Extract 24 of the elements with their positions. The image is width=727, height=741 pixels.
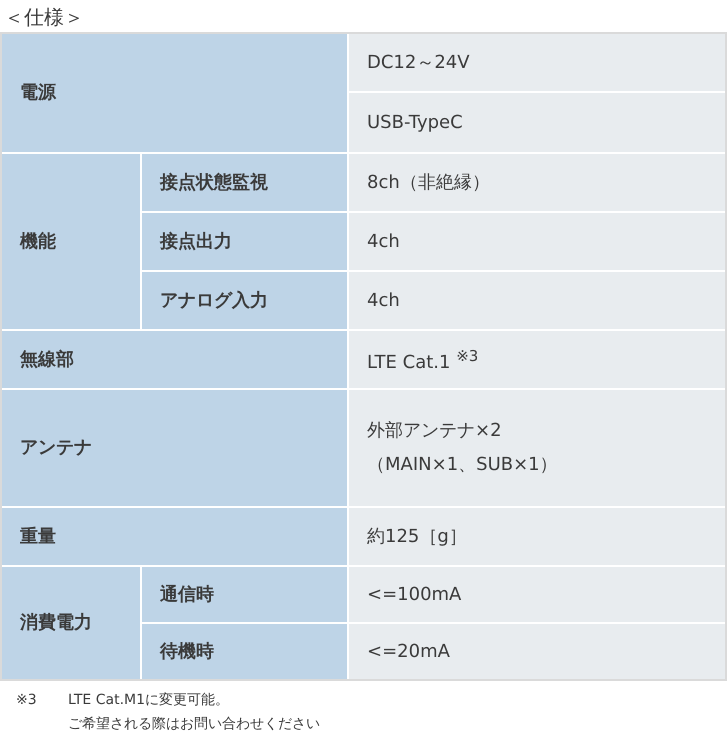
header-cell: 電源 <box>2 34 347 152</box>
value-cell: 外部アンテナ×2（MAIN×1、SUB×1） <box>349 390 725 506</box>
value-cell: LTE Cat.1 $^{※3}$ <box>349 331 725 388</box>
value-cell: 4ch <box>349 213 725 270</box>
header-cell: 無線部 <box>2 331 347 388</box>
value-cell: 4ch <box>349 272 725 329</box>
value-cell: USB-TypeC <box>349 93 725 152</box>
header-cell: 機能 <box>2 154 140 329</box>
value-cell: <=20mA <box>349 624 725 679</box>
header-cell: 通信時 <box>142 567 347 622</box>
header-cell: 接点状態監視 <box>142 154 347 211</box>
header-cell: アンテナ <box>2 390 347 506</box>
header-cell: 接点出力 <box>142 213 347 270</box>
title: ＜仕様＞ <box>4 4 84 31</box>
header-cell: 待機時 <box>142 624 347 679</box>
header-cell: アナログ入力 <box>142 272 347 329</box>
value-cell: 8ch（非絶縁） <box>349 154 725 211</box>
value-cell: <=100mA <box>349 567 725 622</box>
value-cell: 約125［g］ <box>349 508 725 565</box>
header-cell: 消費電力 <box>2 567 140 679</box>
footnote-mark: ※3 <box>16 691 38 710</box>
value-cell: DC12～24V <box>349 34 725 91</box>
header-cell: 重量 <box>2 508 347 565</box>
footnote-text: LTE Cat.M1に変更可能。ご希望される際はお問い合わせください <box>68 691 321 734</box>
